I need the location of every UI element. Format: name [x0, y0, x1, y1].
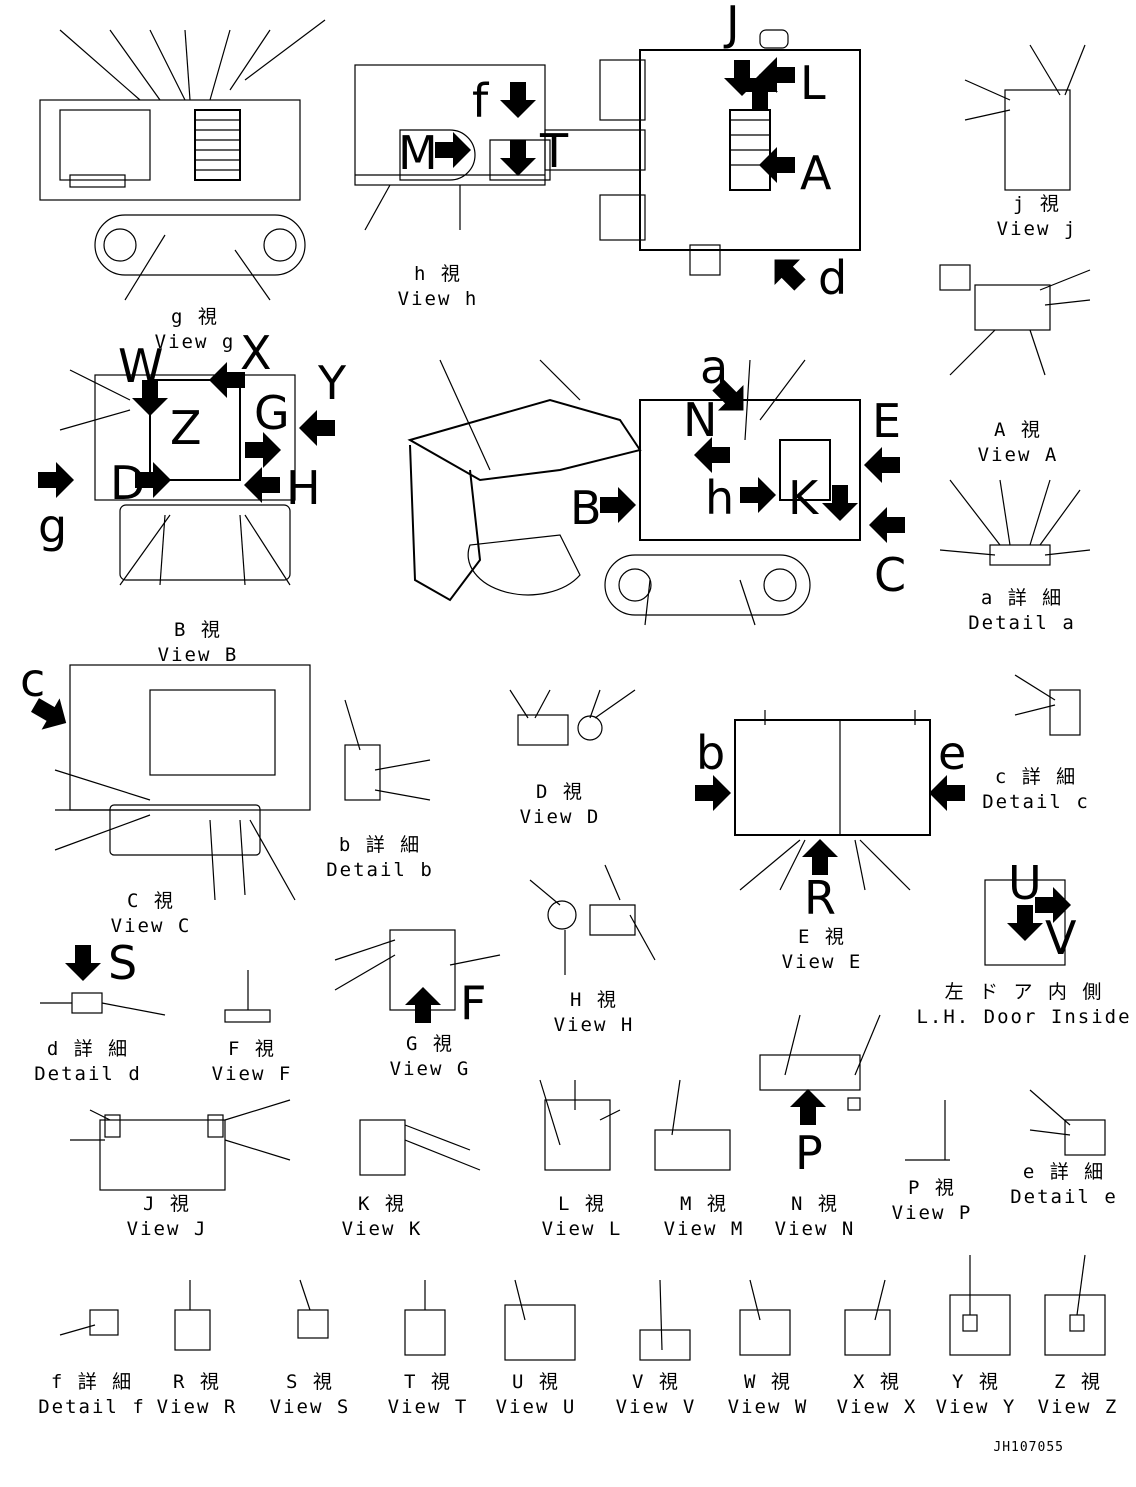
- view-j-lower-drawing: [964, 44, 1086, 191]
- letter-s: S: [108, 936, 138, 990]
- letter-c-lower: c: [20, 653, 46, 707]
- letter-l: L: [800, 56, 826, 110]
- letter-w: W: [118, 339, 164, 393]
- machine-top-view: [544, 29, 861, 276]
- bottom-small-views: [59, 1254, 1106, 1361]
- view-d-drawing: [509, 689, 636, 746]
- view-c-drawing: [54, 664, 311, 901]
- view-n-drawing: [759, 1014, 881, 1111]
- view-p-drawing: [905, 1100, 950, 1161]
- letter-e: E: [872, 394, 902, 448]
- letter-d-lower: d: [818, 251, 848, 305]
- letter-b-lower: b: [696, 726, 726, 780]
- letter-a: A: [800, 146, 832, 200]
- letter-r: R: [804, 871, 836, 925]
- letter-k: K: [788, 471, 819, 525]
- letter-e-lower: e: [938, 726, 967, 780]
- detail-b-drawing: [344, 699, 431, 801]
- letter-m: M: [398, 126, 438, 180]
- letter-n: N: [683, 393, 718, 447]
- letter-p: P: [795, 1126, 823, 1180]
- letter-h-lower: h: [705, 471, 735, 525]
- letter-h-upper: H: [286, 461, 321, 515]
- letter-a-lower: a: [700, 340, 729, 394]
- detail-a-drawing: [939, 479, 1091, 566]
- drawing-code: JH107055: [993, 1440, 1064, 1455]
- letter-b: B: [570, 481, 602, 535]
- main-machine-side-view: [407, 359, 861, 626]
- letter-j: J: [726, 0, 740, 50]
- view-h-drawing: [354, 64, 551, 231]
- letter-g-upper: G: [254, 386, 290, 440]
- view-m-drawing: [654, 1079, 731, 1171]
- view-l-drawing: [539, 1079, 621, 1171]
- view-a-drawing: [939, 264, 1091, 376]
- view-e-drawing: [734, 710, 931, 891]
- view-f-drawing: [224, 970, 271, 1023]
- letter-f-lower: f: [472, 74, 489, 128]
- view-g-machine-side: [39, 19, 326, 301]
- letter-d-upper: D: [110, 456, 146, 510]
- letter-c: C: [874, 548, 907, 602]
- view-h-upper-drawing: [529, 864, 656, 975]
- view-k-drawing: [359, 1119, 481, 1176]
- letter-f: F: [460, 976, 487, 1030]
- letter-u: U: [1008, 856, 1042, 910]
- lh-door-inside-drawing: [984, 879, 1066, 966]
- detail-c-drawing: [1014, 674, 1081, 736]
- detail-e-drawing: [1029, 1089, 1106, 1156]
- detail-d-drawing: [40, 992, 166, 1016]
- letter-x: X: [240, 326, 272, 380]
- view-j-upper-drawing: [70, 1099, 291, 1191]
- letter-y: Y: [318, 356, 347, 410]
- letter-t: T: [540, 124, 569, 178]
- view-arrows: [26, 57, 1071, 1125]
- letter-z: Z: [170, 401, 202, 455]
- view-b-drawing: [59, 369, 296, 586]
- letter-g-lower: g: [38, 499, 68, 553]
- letter-v: V: [1045, 911, 1077, 965]
